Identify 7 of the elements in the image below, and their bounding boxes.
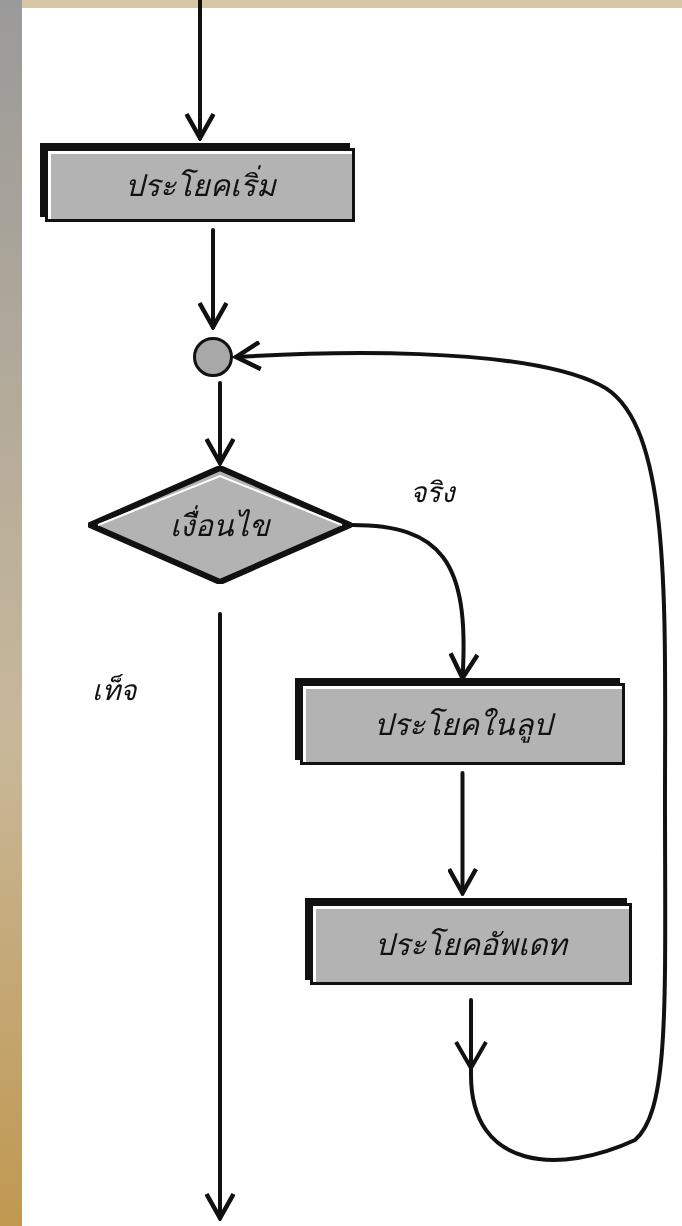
node-label: เงื่อนไข bbox=[170, 504, 270, 545]
decision-diamond bbox=[88, 466, 352, 584]
edge-label: เท็จ bbox=[92, 673, 136, 709]
node-label: ประโยคเริ่ม bbox=[124, 164, 276, 205]
edge-label: จริง bbox=[410, 475, 455, 511]
junction-circle bbox=[193, 337, 233, 377]
node-label: ประโยคอัพเดท bbox=[375, 925, 567, 964]
